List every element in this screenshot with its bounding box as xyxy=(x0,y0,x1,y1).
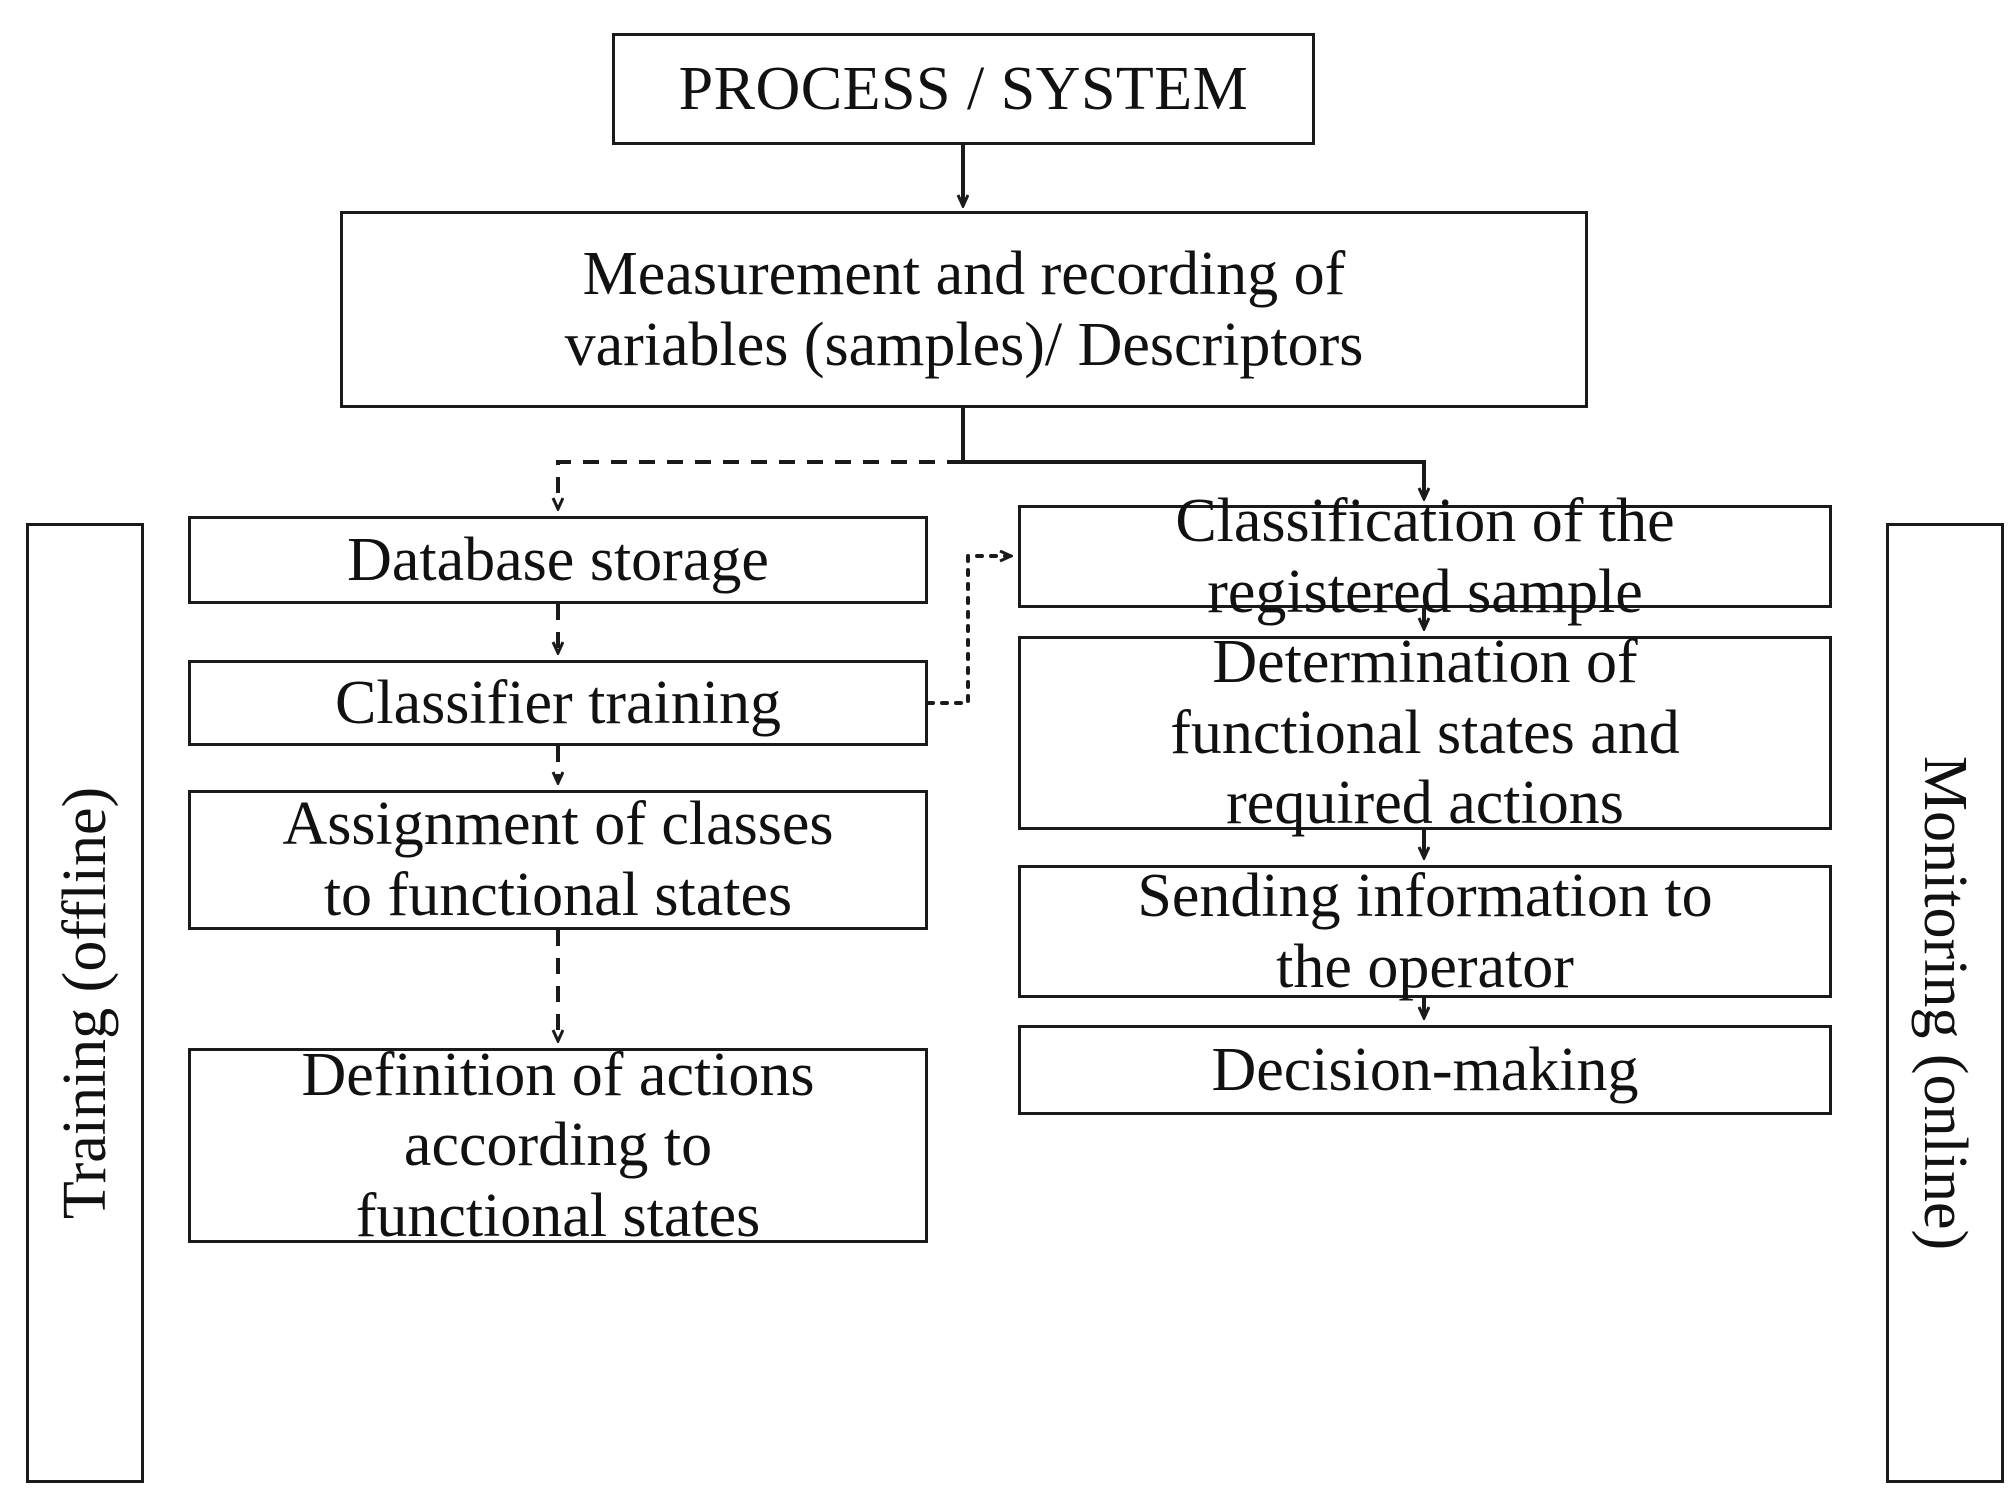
edge-classifier-to-classification xyxy=(926,556,1010,705)
node-measurement-recording[interactable]: Measurement and recording of variables (… xyxy=(340,211,1588,408)
node-assignment-line1: Assignment of classes xyxy=(282,790,834,859)
node-classification-line2: registered sample xyxy=(1207,557,1643,626)
node-process-system[interactable]: PROCESS / SYSTEM xyxy=(612,33,1315,145)
node-determination-line2: functional states and xyxy=(1170,698,1680,767)
node-determination-text: Determination of functional states and r… xyxy=(1031,627,1819,839)
node-classification-line1: Classification of the xyxy=(1175,486,1675,555)
node-determination-line1: Determination of xyxy=(1212,628,1638,696)
node-assignment-of-classes[interactable]: Assignment of classes to functional stat… xyxy=(188,790,928,930)
node-classification-registered-sample[interactable]: Classification of the registered sample xyxy=(1018,487,1832,626)
node-classification-text: Classification of the registered sample xyxy=(1031,486,1819,627)
node-definition-line2: according to xyxy=(403,1111,713,1180)
node-decision-making-label: Decision-making xyxy=(1211,1035,1639,1104)
node-determination-functional-states[interactable]: Determination of functional states and r… xyxy=(1018,628,1832,837)
rail-monitoring-online-label: Monitoring (online) xyxy=(1911,755,1979,1251)
node-classifier-training[interactable]: Classifier training xyxy=(188,660,928,746)
node-assignment-line2: to functional states xyxy=(323,861,793,929)
node-decision-making[interactable]: Decision-making xyxy=(1018,1025,1832,1115)
rail-monitoring-online[interactable]: Monitoring (online) xyxy=(1886,523,2004,1483)
node-measurement-line1: Measurement and recording of xyxy=(582,239,1346,308)
node-definition-line3: functional states xyxy=(355,1181,761,1250)
rail-training-offline[interactable]: Training (offline) xyxy=(26,523,144,1483)
node-definition-of-actions[interactable]: Definition of actions according to funct… xyxy=(188,1041,928,1250)
node-database-storage-label: Database storage xyxy=(347,525,769,594)
node-sending-line2: the operator xyxy=(1276,932,1574,1001)
node-measurement-recording-text: Measurement and recording of variables (… xyxy=(353,239,1575,380)
node-classifier-training-label: Classifier training xyxy=(335,668,781,737)
edge-measurement-to-database xyxy=(558,460,963,508)
node-definition-text: Definition of actions according to funct… xyxy=(201,1040,915,1252)
rail-training-offline-label: Training (offline) xyxy=(51,786,119,1220)
node-determination-line3: required actions xyxy=(1226,769,1624,838)
node-sending-information-operator[interactable]: Sending information to the operator xyxy=(1018,862,1832,1001)
node-sending-text: Sending information to the operator xyxy=(1031,861,1819,1002)
node-assignment-text: Assignment of classes to functional stat… xyxy=(201,789,915,930)
node-database-storage[interactable]: Database storage xyxy=(188,516,928,604)
node-process-system-label: PROCESS / SYSTEM xyxy=(678,54,1249,123)
node-measurement-line2: variables (samples)/ Descriptors xyxy=(564,310,1364,379)
node-sending-line1: Sending information to xyxy=(1137,861,1713,930)
node-definition-line1: Definition of actions xyxy=(301,1040,815,1109)
